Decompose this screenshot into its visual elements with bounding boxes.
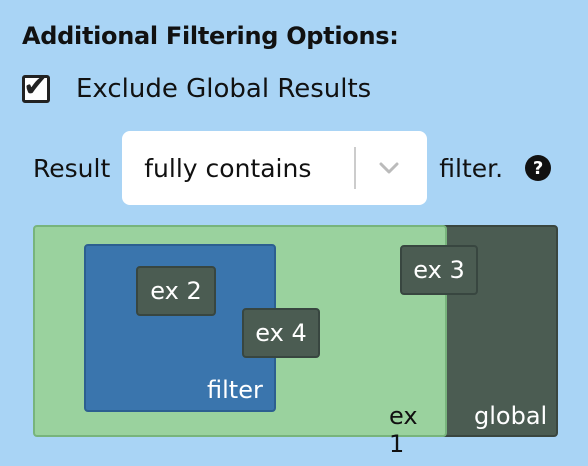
exclude-global-checkbox[interactable]: ✔ bbox=[22, 69, 50, 104]
heading: Additional Filtering Options: bbox=[22, 22, 399, 50]
select-separator bbox=[354, 147, 357, 189]
ex2-label: ex 2 bbox=[150, 277, 202, 305]
result-suffix-label: filter. bbox=[439, 153, 504, 183]
result-prefix-label: Result bbox=[33, 153, 111, 183]
result-mode-value: fully contains bbox=[144, 153, 312, 183]
chevron-down-icon[interactable] bbox=[376, 155, 402, 181]
ex4-box: ex 4 bbox=[242, 308, 320, 358]
ex3-label: ex 3 bbox=[413, 256, 465, 284]
global-label: global bbox=[474, 402, 548, 430]
ex2-box: ex 2 bbox=[136, 266, 216, 316]
ex1-label: ex 1 bbox=[389, 402, 418, 458]
question-circle-icon[interactable]: ? bbox=[525, 155, 552, 181]
filter-label: filter bbox=[207, 376, 263, 404]
ex4-label: ex 4 bbox=[255, 319, 307, 347]
checkmark-icon: ✔ bbox=[23, 69, 49, 104]
exclude-global-label[interactable]: Exclude Global Results bbox=[76, 74, 372, 104]
result-row: Result fully contains filter. ? bbox=[33, 131, 552, 205]
exclude-global-row[interactable]: ✔ Exclude Global Results bbox=[22, 69, 372, 104]
ex3-box: ex 3 bbox=[400, 245, 478, 295]
result-mode-select[interactable]: fully contains bbox=[122, 131, 428, 205]
